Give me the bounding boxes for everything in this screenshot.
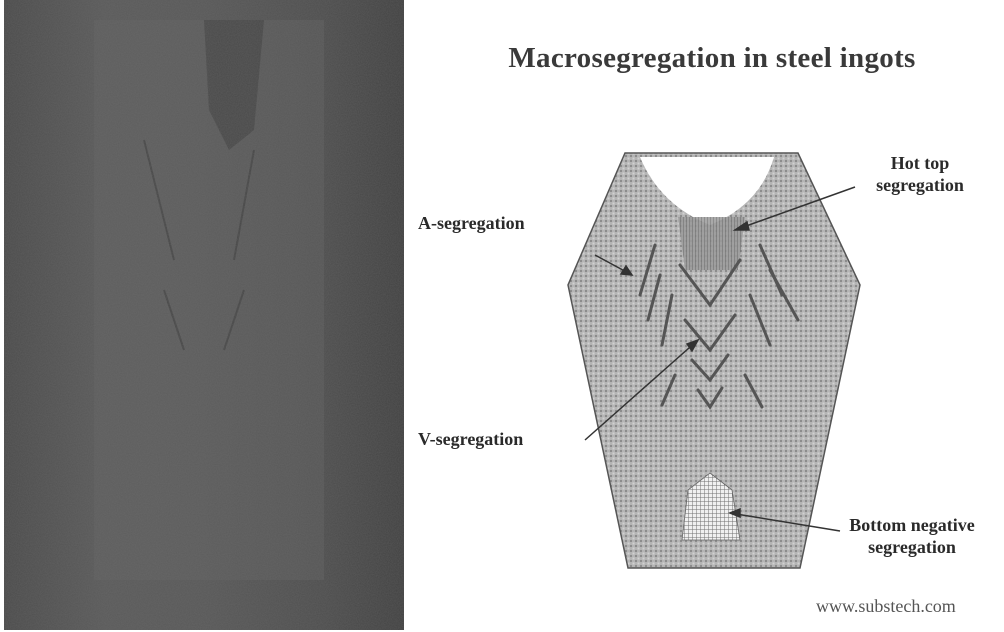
page-title: Macrosegregation in steel ingots (452, 42, 972, 75)
bottom-negative-label: Bottom negative segregation (822, 514, 1002, 558)
hot-top-zone (678, 217, 745, 270)
v-segregation-label: V-segregation (418, 428, 523, 450)
ingot-section-photo (4, 0, 404, 630)
a-segregation-label: A-segregation (418, 212, 525, 234)
website-url: www.substech.com (816, 596, 956, 617)
ingot-diagram (560, 145, 870, 575)
hot-top-label: Hot top segregation (845, 152, 995, 196)
